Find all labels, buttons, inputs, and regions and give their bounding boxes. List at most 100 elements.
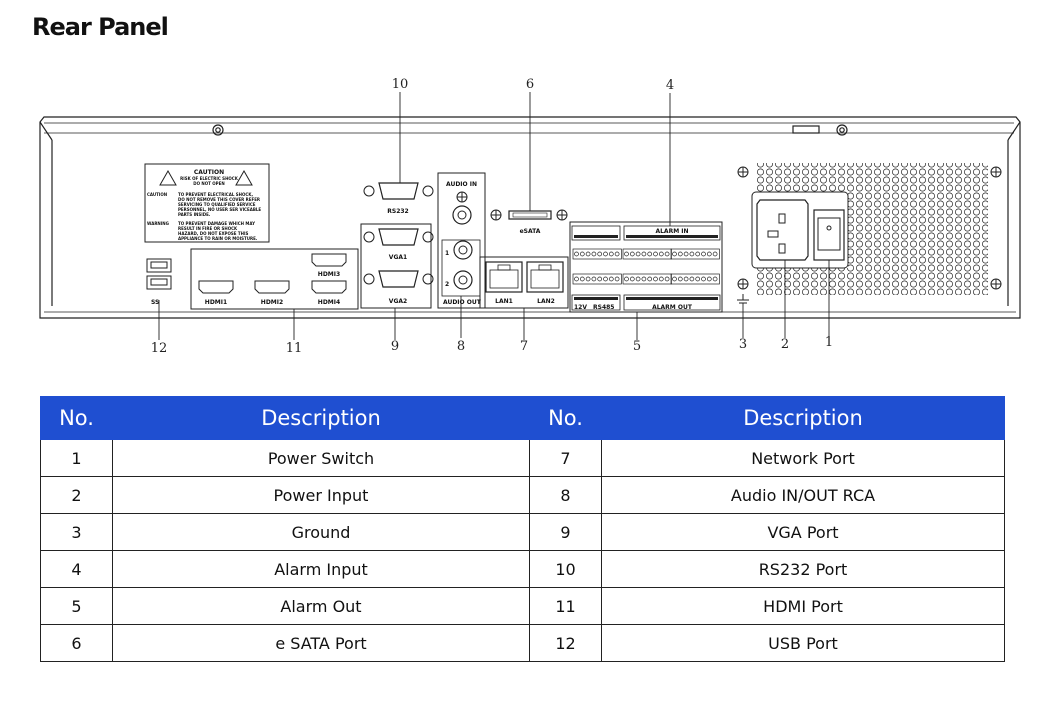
terminal-screw	[608, 276, 614, 282]
terminal-screw	[706, 251, 712, 257]
table-row: 1 Power Switch 7 Network Port	[40, 439, 1005, 477]
table-row: 5 Alarm Out 11 HDMI Port	[40, 587, 1005, 625]
terminal-screw	[597, 276, 603, 282]
terminal-block	[622, 248, 672, 260]
terminal-block	[622, 273, 672, 285]
cell-description: HDMI Port	[601, 587, 1005, 625]
terminal-screw	[591, 251, 597, 257]
rear-panel-diagram: CAUTION RISK OF ELECTRIC SHOCK DO NOT OP…	[39, 77, 1021, 356]
cell-no: 7	[529, 439, 602, 477]
caution-label: CAUTION RISK OF ELECTRIC SHOCK DO NOT OP…	[144, 163, 270, 243]
rs485-label: RS485	[593, 304, 614, 311]
terminal-block	[572, 273, 622, 285]
terminal-screw	[712, 276, 718, 282]
header-no-left: No.	[40, 396, 113, 440]
terminal-screw	[641, 251, 647, 257]
svg-text:PARTS INSIDE.: PARTS INSIDE.	[178, 212, 211, 217]
terminal-screw	[689, 276, 695, 282]
callout-5: 5	[633, 339, 641, 354]
terminal-screw	[677, 251, 683, 257]
header-description-right: Description	[601, 396, 1005, 440]
svg-text:SERVICING TO QUALIFIED SERVICE: SERVICING TO QUALIFIED SERVICE	[178, 202, 256, 207]
callout-9: 9	[391, 339, 399, 354]
terminal-screw	[664, 251, 670, 257]
terminal-block	[670, 273, 720, 285]
table-header-row: No. Description No. Description	[40, 396, 1005, 440]
caution-heading: CAUTION	[194, 169, 224, 176]
esata-port: eSATA	[490, 209, 568, 235]
terminal-screw	[672, 276, 677, 282]
terminal-screw	[624, 251, 629, 257]
cell-no: 8	[529, 476, 602, 514]
cell-description: Ground	[112, 513, 530, 551]
svg-text:RESULT IN FIRE OR SHOCK: RESULT IN FIRE OR SHOCK	[178, 226, 238, 231]
callout-numbers: 10 6 4 12 11 9 8 7 5 3 2 1	[151, 77, 833, 356]
hdmi3-label: HDMI3	[318, 271, 340, 278]
terminal-screw	[624, 276, 629, 282]
terminal-screw	[701, 251, 706, 257]
lan2-label: LAN2	[537, 298, 555, 305]
cell-description: Audio IN/OUT RCA	[601, 476, 1005, 514]
terminal-screw	[695, 251, 701, 257]
callout-leaders	[158, 92, 830, 340]
alarm-in-label: ALARM IN	[655, 228, 688, 235]
terminal-screw	[647, 251, 653, 257]
port-description-table: No. Description No. Description 1 Power …	[40, 396, 1005, 662]
terminal-screw	[585, 276, 591, 282]
svg-text:CAUTION: CAUTION	[147, 192, 167, 197]
rs232-label: RS232	[387, 208, 408, 215]
terminal-screw	[614, 276, 620, 282]
terminal-screw	[658, 276, 664, 282]
svg-text:DO NOT OPEN: DO NOT OPEN	[193, 181, 224, 186]
cell-no: 4	[40, 550, 113, 588]
cell-description: Power Switch	[112, 439, 530, 477]
hdmi1-label: HDMI1	[205, 299, 227, 306]
terminal-screw	[629, 276, 635, 282]
terminal-screw	[712, 251, 718, 257]
table-row: 2 Power Input 8 Audio IN/OUT RCA	[40, 476, 1005, 514]
power-inlet	[756, 199, 809, 261]
cell-description: Power Input	[112, 476, 530, 514]
terminal-screw	[658, 251, 664, 257]
svg-text:1: 1	[445, 250, 449, 257]
terminal-screw	[683, 276, 689, 282]
svg-text:TO PREVENT ELECTRICAL SHOCK,: TO PREVENT ELECTRICAL SHOCK,	[178, 192, 253, 197]
cell-description: VGA Port	[601, 513, 1005, 551]
terminal-screw	[574, 276, 579, 282]
callout-3: 3	[739, 337, 747, 352]
cell-no: 9	[529, 513, 602, 551]
vga2-label: VGA2	[389, 298, 407, 305]
audio-in-label: AUDIO IN	[446, 181, 477, 188]
terminal-screw	[574, 251, 579, 257]
svg-text:TO PREVENT DAMAGE WHICH MAY: TO PREVENT DAMAGE WHICH MAY	[178, 221, 255, 226]
cell-no: 12	[529, 624, 602, 662]
audio-ports: AUDIO IN 1 2 AUDIO OUT	[437, 172, 486, 309]
svg-text:DO NOT REMOVE THIS COVER REFER: DO NOT REMOVE THIS COVER REFER	[178, 197, 260, 202]
terminal-screw	[597, 251, 603, 257]
header-no-right: No.	[529, 396, 602, 440]
terminal-screw	[689, 251, 695, 257]
page-title: Rear Panel	[32, 13, 169, 41]
cell-no: 6	[40, 624, 113, 662]
esata-label: eSATA	[520, 228, 541, 235]
cell-no: 10	[529, 550, 602, 588]
callout-4: 4	[666, 78, 674, 93]
cell-no: 1	[40, 439, 113, 477]
svg-text:HAZARD, DO NOT EXPOSE THIS: HAZARD, DO NOT EXPOSE THIS	[178, 231, 248, 236]
vga1-label: VGA1	[389, 254, 407, 261]
terminal-screw	[585, 251, 591, 257]
terminal-screw	[701, 276, 706, 282]
terminal-screw	[614, 251, 620, 257]
network-ports: LAN1 LAN2	[479, 256, 569, 309]
callout-7: 7	[520, 339, 528, 354]
audio-out-label: AUDIO OUT	[443, 299, 482, 306]
terminal-screw	[608, 251, 614, 257]
cell-description: Alarm Input	[112, 550, 530, 588]
hdmi-ports: HDMI1 HDMI2 HDMI4 HDMI3	[190, 248, 359, 310]
callout-1: 1	[825, 335, 833, 350]
callout-2: 2	[781, 337, 789, 352]
table-row: 6 e SATA Port 12 USB Port	[40, 624, 1005, 662]
terminal-screw	[647, 276, 653, 282]
terminal-block	[572, 248, 622, 260]
